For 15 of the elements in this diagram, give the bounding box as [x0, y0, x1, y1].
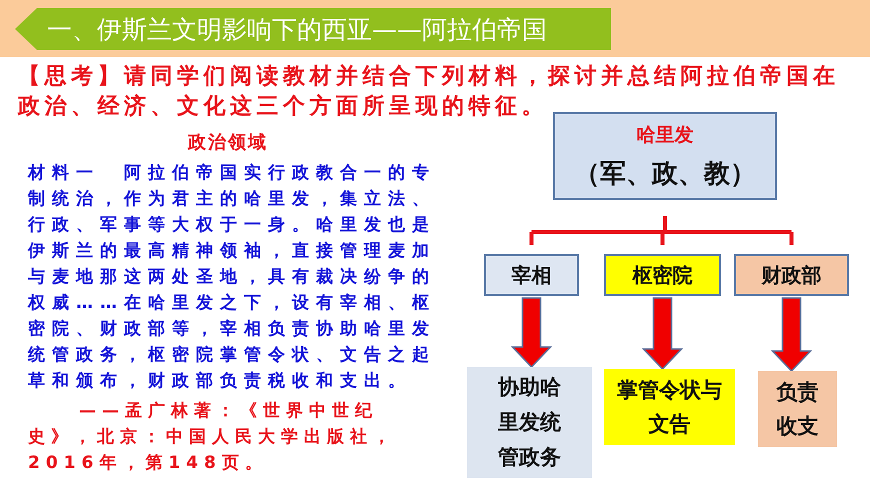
block-arrow	[642, 297, 684, 370]
office-box: 宰相	[484, 254, 579, 296]
citation-text: ——孟广林著：《世界中世纪史》，北京：中国人民大学出版社，2016年，第148页。	[28, 400, 397, 475]
title-box: 哈里发 （军、政、教）	[553, 112, 777, 200]
bracket-connector	[530, 214, 794, 247]
block-arrow	[510, 297, 552, 368]
section-heading: 政治领域	[186, 131, 269, 154]
office-box: 财政部	[734, 254, 849, 296]
source-paragraph: 材料一 阿拉伯帝国实行政教合一的专制统治，作为君主的哈里发，集立法、行政、军事等大权于一身。哈里发也是伊斯兰的最高精神领袖，直接管理麦加与麦地那这两处圣地，具有裁决纷争的权威……在哈里发之下，设有宰相、枢密院、财政部等，宰相负责协助哈里发统管政务，枢密院掌管令状、文告之起草和颁布，财政部负责税收和支出。	[28, 162, 437, 393]
office-box: 枢密院	[604, 254, 721, 296]
duty-box: 协助哈里发统管政务	[467, 367, 592, 478]
duty-box: 掌管令状与文告	[604, 369, 735, 445]
duty-box: 负责收支	[758, 371, 837, 447]
title-banner: 一、伊斯兰文明影响下的西亚——阿拉伯帝国	[15, 8, 611, 50]
block-arrow	[770, 297, 812, 372]
